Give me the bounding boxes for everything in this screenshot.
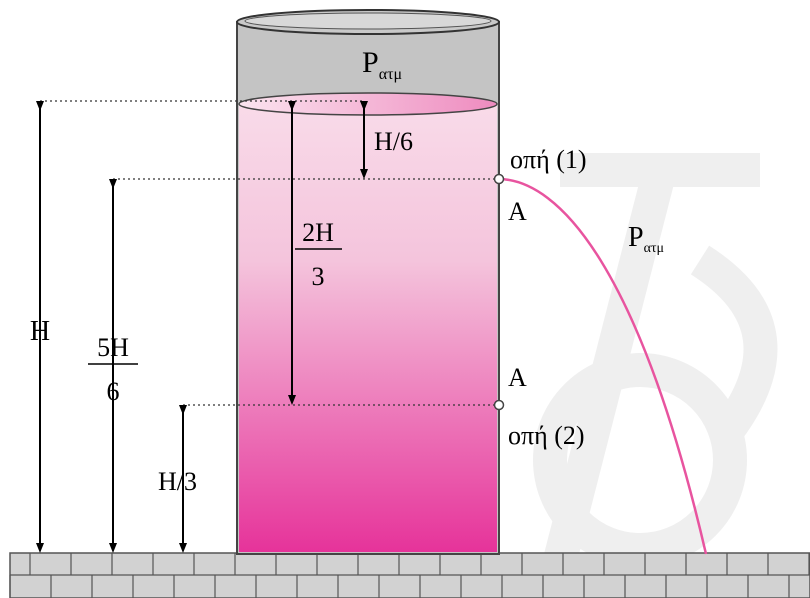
p-atm-jet-label: Pατμ	[628, 222, 664, 256]
liquid-surface	[238, 92, 498, 116]
label-point-a-upper: Α	[508, 197, 527, 226]
label-h-sixth: H/6	[374, 127, 413, 156]
watermark	[533, 153, 778, 567]
hole-1	[493, 173, 505, 185]
label-2h-denominator: 3	[312, 262, 325, 291]
label-2h-numerator: 2H	[302, 218, 334, 247]
label-h-third: H/3	[158, 467, 197, 496]
label-hole-1: οπή (1)	[510, 145, 587, 174]
label-h-total: H	[30, 316, 50, 347]
label-5h-numerator: 5H	[97, 333, 129, 362]
ground-bricks	[9, 552, 810, 598]
tank	[236, 9, 500, 555]
reference-lines	[40, 100, 496, 406]
water-jet	[498, 177, 708, 555]
p-atm-top-label: Pατμ	[362, 46, 402, 83]
liquid-column	[239, 104, 497, 552]
label-point-a-lower: Α	[508, 363, 527, 392]
label-hole-2: οπή (2)	[508, 421, 585, 450]
label-5h-denominator: 6	[107, 377, 120, 406]
hole-2	[493, 399, 505, 411]
